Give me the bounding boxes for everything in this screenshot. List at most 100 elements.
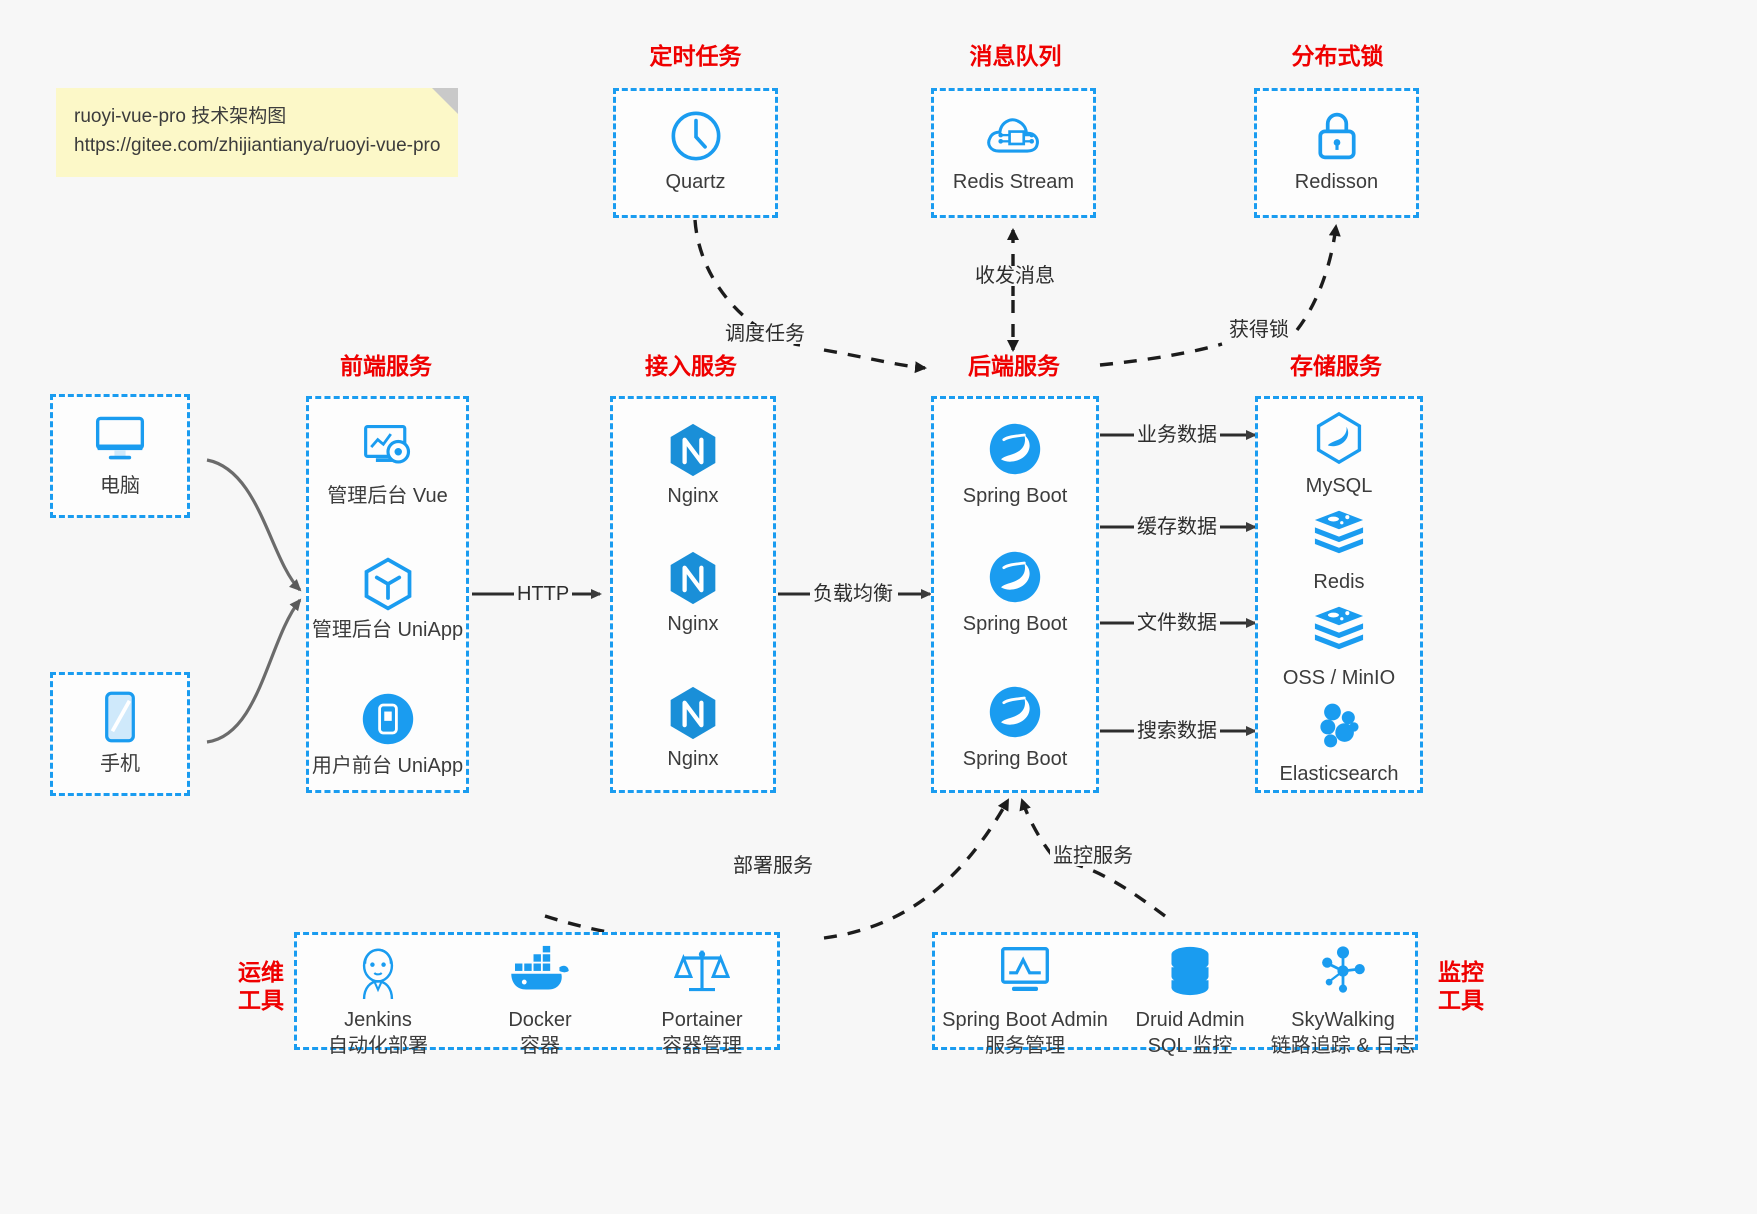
group-title-scheduler: 定时任务 bbox=[649, 43, 742, 69]
lock-icon bbox=[1257, 107, 1416, 165]
node-user-uniapp[interactable]: 用户前台 UniApp bbox=[309, 691, 466, 779]
node-label: 管理后台 UniApp bbox=[311, 619, 464, 641]
group-box-client-desktop: 电脑 bbox=[50, 394, 190, 518]
tracing-icon bbox=[1265, 945, 1421, 1003]
edge-label-http: HTTP bbox=[514, 584, 573, 604]
node-label: Spring Boot bbox=[962, 748, 1068, 770]
node-label: 手机 bbox=[100, 753, 140, 775]
node-label: Quartz bbox=[665, 171, 726, 193]
database-icon bbox=[1115, 945, 1265, 1003]
nginx-icon bbox=[613, 421, 773, 479]
node-redis-stream[interactable]: Redis Stream bbox=[934, 107, 1093, 195]
node-label: Redis Stream bbox=[952, 171, 1075, 193]
edge-label-search-data: 搜索数据 bbox=[1134, 721, 1220, 741]
node-sublabel: 容器管理 bbox=[662, 1035, 742, 1057]
node-nginx-1[interactable]: Nginx bbox=[613, 421, 773, 509]
group-title-backend: 后端服务 bbox=[968, 353, 1060, 379]
node-spring-boot-3[interactable]: Spring Boot bbox=[934, 684, 1096, 772]
node-label: Nginx bbox=[667, 613, 719, 635]
node-label: MySQL bbox=[1305, 475, 1373, 497]
edge-label-schedule-task: 调度任务 bbox=[722, 324, 808, 344]
node-phone[interactable]: 手机 bbox=[53, 689, 187, 777]
node-sublabel: 容器 bbox=[520, 1035, 560, 1057]
node-label: Druid Admin bbox=[1135, 1009, 1245, 1031]
node-label: Redisson bbox=[1294, 171, 1379, 193]
oss-minio-icon bbox=[1258, 603, 1420, 661]
node-docker[interactable]: Docker 容器 bbox=[459, 945, 621, 1059]
edge-label-load-balance: 负载均衡 bbox=[810, 584, 896, 604]
node-desktop[interactable]: 电脑 bbox=[53, 411, 187, 499]
node-sublabel: 服务管理 bbox=[985, 1035, 1065, 1057]
edge-label-monitor-service: 监控服务 bbox=[1050, 846, 1136, 866]
node-redis[interactable]: Redis bbox=[1258, 507, 1420, 595]
edge-label-cache-data: 缓存数据 bbox=[1134, 517, 1220, 537]
desktop-icon bbox=[53, 411, 187, 469]
edge-label-send-receive-msg: 收发消息 bbox=[972, 266, 1058, 286]
node-label: Nginx bbox=[667, 485, 719, 507]
node-label: Spring Boot bbox=[962, 485, 1068, 507]
nginx-icon bbox=[613, 684, 773, 742]
mobile-app-icon bbox=[309, 691, 466, 749]
node-nginx-2[interactable]: Nginx bbox=[613, 549, 773, 637]
redis-icon bbox=[1258, 507, 1420, 565]
node-label: 管理后台 Vue bbox=[327, 485, 448, 507]
group-box-scheduler: Quartz bbox=[613, 88, 778, 218]
node-redisson[interactable]: Redisson bbox=[1257, 107, 1416, 195]
edge-label-acquire-lock: 获得锁 bbox=[1226, 320, 1292, 340]
monitor-screen-icon bbox=[935, 945, 1115, 1003]
node-label: 用户前台 UniApp bbox=[311, 755, 464, 777]
group-box-storage: MySQL Redis bbox=[1255, 396, 1423, 793]
node-portainer[interactable]: Portainer 容器管理 bbox=[621, 945, 783, 1059]
group-title-devops-line1: 运维 bbox=[238, 959, 284, 985]
dashboard-vue-icon bbox=[309, 421, 466, 479]
group-box-client-phone: 手机 bbox=[50, 672, 190, 796]
spring-boot-icon bbox=[934, 684, 1096, 742]
node-skywalking[interactable]: SkyWalking 链路追踪 & 日志 bbox=[1265, 945, 1421, 1059]
node-quartz[interactable]: Quartz bbox=[616, 107, 775, 195]
group-box-monitor: Spring Boot Admin 服务管理 Druid Admin SQL 监… bbox=[932, 932, 1418, 1057]
node-nginx-3[interactable]: Nginx bbox=[613, 684, 773, 772]
group-title-monitor-line2: 工具 bbox=[1438, 987, 1484, 1014]
node-label: Redis bbox=[1313, 571, 1365, 593]
group-title-frontend: 前端服务 bbox=[340, 353, 432, 379]
node-label: Jenkins bbox=[344, 1009, 412, 1031]
node-sublabel: 自动化部署 bbox=[328, 1035, 428, 1057]
node-jenkins[interactable]: Jenkins 自动化部署 bbox=[297, 945, 459, 1059]
group-title-gateway: 接入服务 bbox=[645, 353, 737, 379]
node-druid-admin[interactable]: Druid Admin SQL 监控 bbox=[1115, 945, 1265, 1059]
group-box-frontend: 管理后台 Vue 管理后台 UniApp 用户前台 UniApp bbox=[306, 396, 469, 793]
spring-boot-icon bbox=[934, 421, 1096, 479]
node-label: 电脑 bbox=[100, 475, 140, 497]
group-title-devops-line2: 工具 bbox=[238, 987, 284, 1014]
node-sublabel: SQL 监控 bbox=[1147, 1035, 1233, 1057]
group-box-backend: Spring Boot Spring Boot Spring Boot bbox=[931, 396, 1099, 793]
group-title-monitor: 监控 工具 bbox=[1428, 958, 1494, 1014]
group-title-lock: 分布式锁 bbox=[1291, 43, 1384, 69]
uniapp-icon bbox=[309, 555, 466, 613]
node-label: SkyWalking bbox=[1291, 1009, 1395, 1031]
node-admin-vue[interactable]: 管理后台 Vue bbox=[309, 421, 466, 509]
elasticsearch-icon bbox=[1258, 699, 1420, 757]
node-oss-minio[interactable]: OSS / MinIO bbox=[1258, 603, 1420, 691]
node-label: Nginx bbox=[667, 748, 719, 770]
node-spring-boot-admin[interactable]: Spring Boot Admin 服务管理 bbox=[935, 945, 1115, 1059]
group-title-devops: 运维 工具 bbox=[228, 958, 294, 1014]
edge-label-file-data: 文件数据 bbox=[1134, 613, 1220, 633]
node-mysql[interactable]: MySQL bbox=[1258, 411, 1420, 499]
cloud-stream-icon bbox=[934, 107, 1093, 165]
node-label: Spring Boot bbox=[962, 613, 1068, 635]
node-elasticsearch[interactable]: Elasticsearch bbox=[1258, 699, 1420, 787]
note-url: https://gitee.com/zhijiantianya/ruoyi-vu… bbox=[74, 135, 441, 157]
note-title: ruoyi-vue-pro 技术架构图 bbox=[74, 106, 287, 127]
docker-icon bbox=[459, 945, 621, 1003]
mysql-icon bbox=[1258, 411, 1420, 469]
node-label: Spring Boot Admin bbox=[942, 1009, 1108, 1031]
group-title-mq: 消息队列 bbox=[969, 43, 1062, 69]
node-spring-boot-2[interactable]: Spring Boot bbox=[934, 549, 1096, 637]
note-callout: ruoyi-vue-pro 技术架构图 https://gitee.com/zh… bbox=[56, 88, 459, 177]
note-fold-corner bbox=[432, 88, 459, 114]
clock-icon bbox=[616, 107, 775, 165]
node-spring-boot-1[interactable]: Spring Boot bbox=[934, 421, 1096, 509]
node-admin-uniapp[interactable]: 管理后台 UniApp bbox=[309, 555, 466, 643]
